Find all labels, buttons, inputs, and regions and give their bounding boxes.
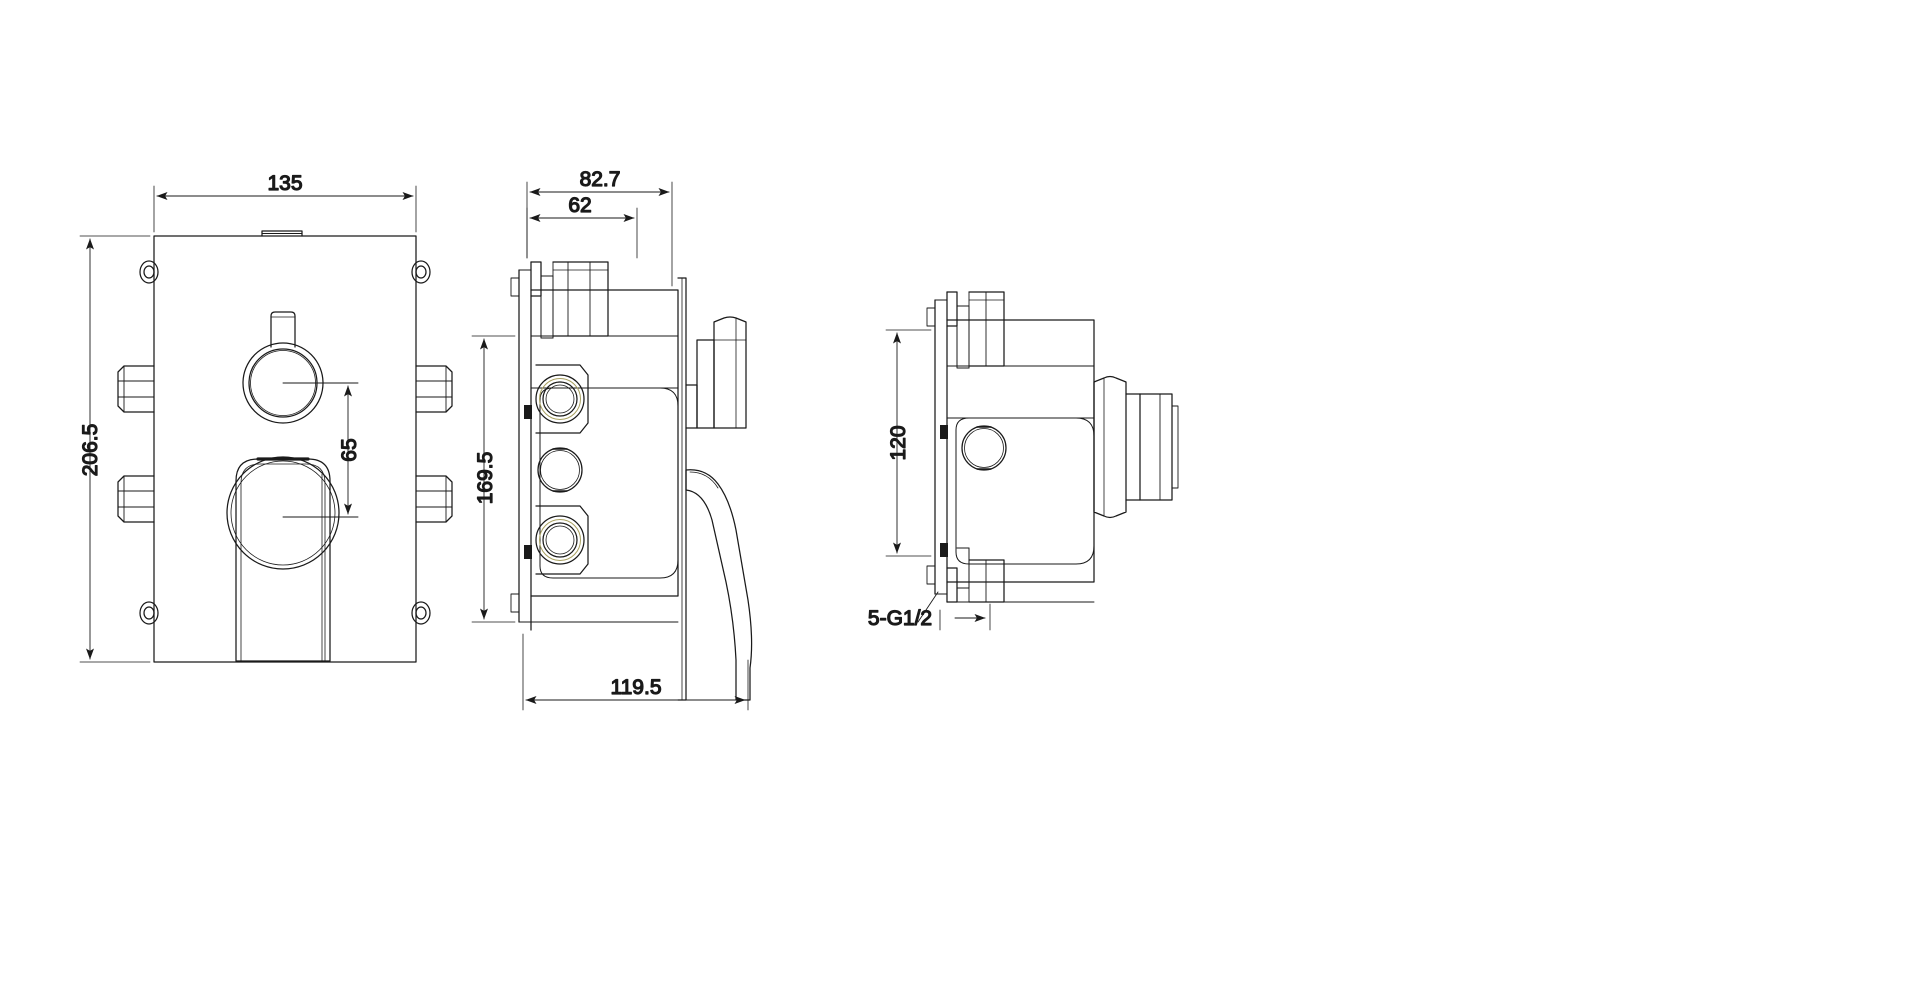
dim-65-label: 65: [338, 438, 361, 461]
dim-135-label: 135: [267, 172, 302, 195]
side-port-upper: [535, 364, 589, 434]
rear-outlet-spigot: [1093, 375, 1179, 519]
dim-62-label: 62: [568, 194, 591, 217]
front-right-nut-lower: [415, 475, 453, 523]
dim-thread-label: 5-G1/2: [868, 607, 932, 630]
dim-206-5-label: 206.5: [79, 424, 102, 477]
dim-119-5-label: 119.5: [611, 676, 662, 699]
front-mounting-holes: [139, 260, 431, 625]
rear-center-port: [961, 425, 1007, 471]
rear-body-block: [940, 319, 1095, 603]
side-port-middle: [537, 447, 583, 493]
rear-view-geometry: [926, 291, 1179, 603]
front-main-lever-handle: [226, 456, 340, 662]
side-port-lower: [535, 505, 589, 575]
side-body-block: [524, 289, 679, 623]
rear-view-dimensions: 120 5-G1/2: [867, 329, 991, 631]
dim-169-5-label: 169.5: [474, 452, 497, 505]
rear-top-nut: [946, 291, 1005, 369]
side-diverter-stem: [685, 316, 747, 429]
side-view-geometry: [510, 261, 753, 701]
front-right-nut-upper: [415, 365, 453, 413]
side-lever-handle: [685, 469, 753, 701]
front-diverter-knob: [242, 311, 324, 424]
side-view-dimensions: 82.7 62 169.5 119.5: [471, 167, 749, 711]
rear-bottom-nut: [946, 547, 1005, 603]
side-top-nut: [530, 261, 609, 339]
front-view-geometry: [117, 230, 453, 663]
dim-120-label: 120: [887, 425, 910, 460]
front-left-nut-lower: [117, 475, 155, 523]
dim-82-7-label: 82.7: [580, 168, 621, 191]
front-view-dimensions: 135 206.5 65: [78, 171, 417, 663]
front-left-nut-upper: [117, 365, 155, 413]
front-faceplate-outline: [153, 235, 417, 663]
